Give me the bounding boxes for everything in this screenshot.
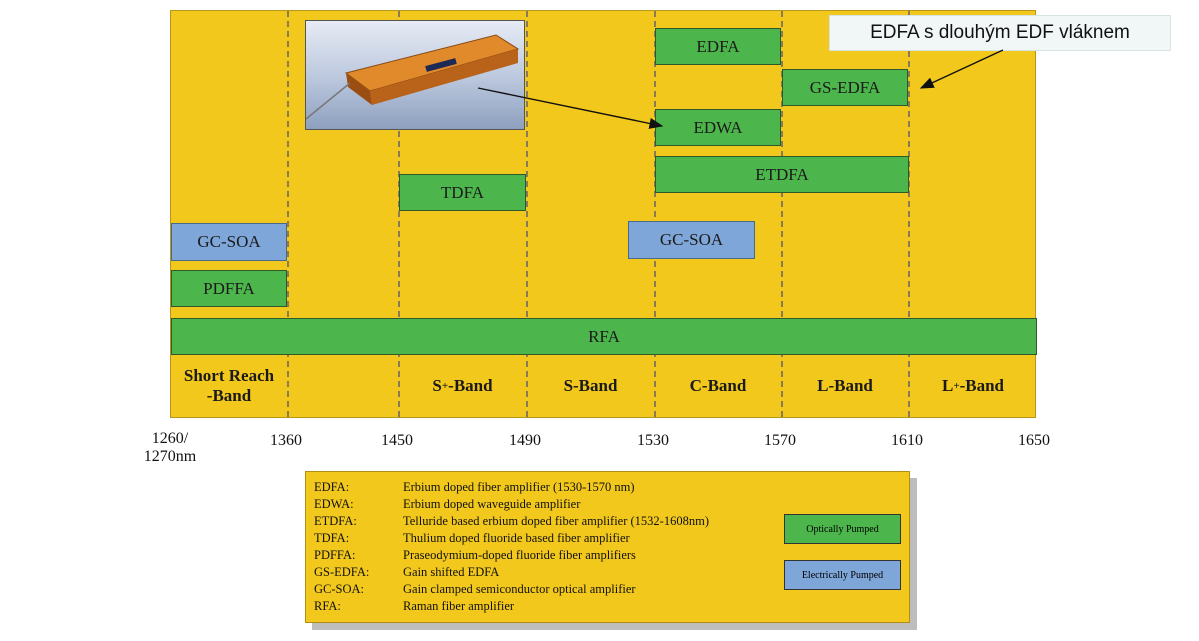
axis-tick-1360: 1360	[270, 432, 302, 449]
legend-abbr: PDFFA:	[314, 548, 356, 562]
edwa-module-photo	[305, 20, 525, 130]
band-diagram: EDFA GS-EDFA EDWA ETDFA TDFA GC-SOA GC-S…	[170, 10, 1037, 418]
legend-desc: Gain shifted EDFA	[403, 565, 500, 579]
axis-tick-1650: 1650	[1018, 432, 1050, 449]
legend-electrically-pumped: Electrically Pumped	[784, 560, 901, 590]
gc-soa-left-box: GC-SOA	[171, 223, 287, 261]
legend-abbr: GC-SOA:	[314, 582, 365, 596]
axis-tick-1570: 1570	[764, 432, 796, 449]
legend-desc: Praseodymium-doped fluoride fiber amplif…	[403, 548, 636, 562]
band-divider	[908, 11, 910, 417]
legend-desc: Erbium doped waveguide amplifier	[403, 497, 581, 511]
band-c: C-Band	[689, 376, 747, 395]
band-s-plus: S+-Band	[432, 376, 493, 395]
legend-abbr: RFA:	[314, 599, 341, 613]
legend: EDFA: Erbium doped fiber amplifier (1530…	[305, 471, 910, 623]
edwa-box: EDWA	[655, 109, 781, 146]
callout-note: EDFA s dlouhým EDF vláknem	[829, 15, 1171, 51]
axis-tick-1450: 1450	[381, 432, 413, 449]
axis-tick-1610: 1610	[891, 432, 923, 449]
legend-desc: Gain clamped semiconductor optical ampli…	[403, 582, 636, 596]
band-divider	[398, 11, 400, 417]
axis-tick-1260: 1260/1270nm	[143, 430, 197, 465]
legend-desc: Telluride based erbium doped fiber ampli…	[403, 514, 709, 528]
legend-desc: Raman fiber amplifier	[403, 599, 515, 613]
band-divider	[654, 11, 656, 417]
pdffa-box: PDFFA	[171, 270, 287, 307]
legend-abbr: GS-EDFA:	[314, 565, 370, 579]
legend-optically-pumped: Optically Pumped	[784, 514, 901, 544]
legend-desc: Erbium doped fiber amplifier (1530-1570 …	[403, 480, 635, 494]
edfa-box: EDFA	[655, 28, 781, 65]
axis-tick-1530: 1530	[637, 432, 669, 449]
band-divider	[781, 11, 783, 417]
band-l: L-Band	[817, 376, 873, 395]
legend-abbr: TDFA:	[314, 531, 350, 545]
edwa-chip-illustration	[306, 34, 520, 120]
band-s: S-Band	[563, 376, 618, 395]
axis-tick-1490: 1490	[509, 432, 541, 449]
band-divider	[287, 11, 289, 417]
legend-abbr: EDFA:	[314, 480, 350, 494]
gs-edfa-box: GS-EDFA	[782, 69, 908, 106]
legend-desc: Thulium doped fluoride based fiber ampli…	[403, 531, 630, 545]
rfa-box: RFA	[171, 318, 1037, 355]
band-l-plus: L+-Band	[941, 376, 1005, 395]
legend-abbr: EDWA:	[314, 497, 354, 511]
tdfa-box: TDFA	[399, 174, 526, 211]
legend-abbr: ETDFA:	[314, 514, 357, 528]
etdfa-box: ETDFA	[655, 156, 909, 193]
band-divider	[526, 11, 528, 417]
gc-soa-mid-box: GC-SOA	[628, 221, 755, 259]
band-short-reach: Short Reach-Band	[183, 366, 275, 405]
